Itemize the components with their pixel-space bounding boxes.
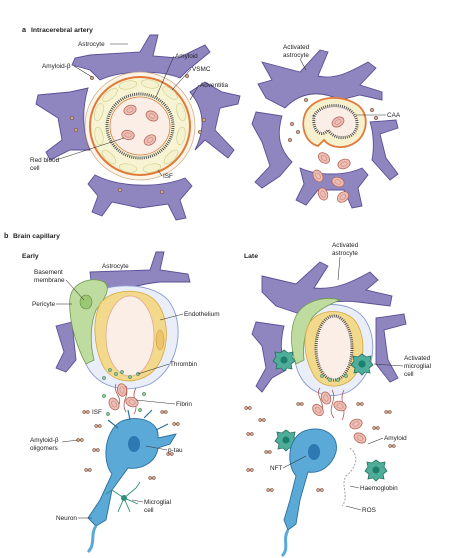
panel-b: b Brain capillary Early Late [4,231,431,558]
astrocyte-process-bottom [87,174,193,221]
activated-astrocyte-top [257,49,383,109]
label-activated-astrocyte-line2: astrocyte [283,52,309,59]
label-p-tau: p-tau [168,447,183,454]
activated-astrocyte-side [251,111,293,189]
label-red-blood-cell: Red blood [30,157,60,164]
activated-microglia-left [272,349,296,372]
label-fibrin: Fibrin [176,401,192,408]
panel-a-title: Intracerebral artery [31,27,93,34]
pericyte [69,279,108,365]
neuron-axon [86,525,98,554]
label-ros: ROS [362,507,376,514]
late-pericyte [291,298,342,365]
caa-artery [251,49,399,209]
activated-microglia-right [350,353,374,376]
early-title: Early [22,253,39,260]
activated-astrocyte-right [369,119,399,181]
label-late-activated-astrocyte-line2: astrocyte [332,250,358,257]
activated-microglia-bottom-right [364,459,388,482]
late-title: Late [244,253,258,260]
label-adventitia: Adventitia [200,82,229,89]
panel-b-title: Brain capillary [13,233,60,240]
panel-a: a Intracerebral artery [22,25,401,221]
label-amyloid-oligomers-line2: oligomers [30,445,58,452]
neuron-dendrites [107,409,169,431]
activated-astrocyte-bottom [295,167,369,209]
haemoglobin-diffusion [341,447,357,507]
resting-microglia [105,481,141,513]
label-amyloid-oligomers: Amyloid-β [30,437,59,444]
label-early-isf: ISF [92,409,102,416]
vsmc-layer [94,79,186,173]
panel-a-letter: a [22,25,27,34]
amyloid-ring [105,92,175,160]
astrocyte-process-top [71,34,211,81]
pericyte-nucleus [79,294,93,310]
label-pericyte: Pericyte [32,301,56,308]
neuron-body [87,418,177,527]
label-isf: ISF [163,173,173,180]
label-basement-membrane: Basement [34,269,63,276]
late-axon [280,529,290,558]
late-neuron [283,428,337,531]
label-microglial-cell: Microglial [144,499,171,506]
label-activated-microglial-line3: cell [404,371,414,378]
label-astrocyte: Astrocyte [78,41,105,48]
label-caa: CAA [387,112,401,119]
endothelial-nucleus [155,329,165,351]
astrocyte-process-right [189,81,241,159]
label-thrombin: Thrombin [170,361,197,368]
late-neuron-nucleus [308,444,320,460]
astrocyte-process-left [35,87,91,161]
label-early-astrocyte: Astrocyte [102,263,129,270]
label-neuron: Neuron [56,515,77,522]
label-amyloid-beta: Amyloid-β [42,63,71,70]
label-late-activated-astrocyte: Activated [332,242,359,249]
label-red-blood-cell-line2: cell [30,165,40,172]
label-activated-microglial: Activated [404,355,431,362]
label-activated-astrocyte: Activated [283,44,310,51]
label-endothelium: Endothelium [184,311,220,318]
label-microglial-cell-line2: cell [144,507,154,514]
label-activated-microglial-line2: microglial [404,363,431,370]
healthy-artery [35,34,241,221]
neuron-nucleus [128,436,140,452]
late-capillary [244,261,407,558]
early-capillary [55,251,191,554]
panel-b-letter: b [4,231,9,240]
vessel-lumen [109,96,171,156]
label-basement-membrane-line2: membrane [34,277,65,284]
label-amyloid: Amyloid [175,53,198,60]
label-haemoglobin: Haemoglobin [360,485,398,492]
late-astrocyte-right [375,313,407,383]
early-lumen [105,295,155,377]
label-nft: NFT [270,465,283,472]
label-vsmc: VSMC [192,66,211,73]
late-lumen [314,314,354,382]
label-late-amyloid: Amyloid [384,435,407,442]
